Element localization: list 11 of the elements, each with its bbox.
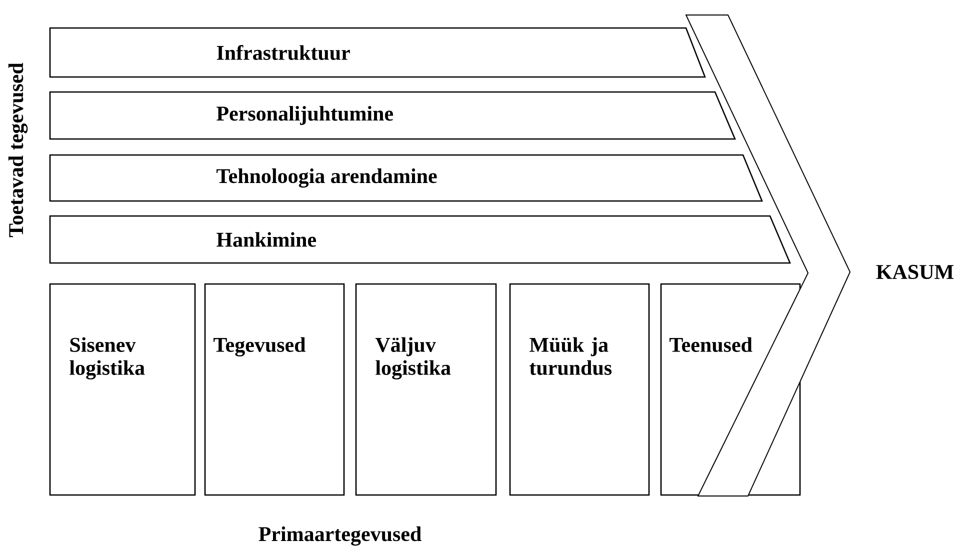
activity-box: Väljuv logistika — [355, 283, 497, 496]
label: Primaartegevused — [258, 526, 422, 546]
band-box: Infrastruktuur — [49, 27, 706, 78]
band-box: Personalijuhtumine — [49, 91, 736, 140]
activity-box: Sisenev logistika — [49, 283, 196, 496]
band-box: Hankimine — [49, 215, 791, 264]
side-label: Toetavad tegevused — [8, 62, 28, 238]
label: KASUM — [876, 264, 954, 280]
activity-box: Müük ja turundus — [509, 283, 650, 496]
activity-box: Tegevused — [204, 283, 345, 496]
band-box: Tehnoloogia arendamine — [49, 154, 763, 202]
